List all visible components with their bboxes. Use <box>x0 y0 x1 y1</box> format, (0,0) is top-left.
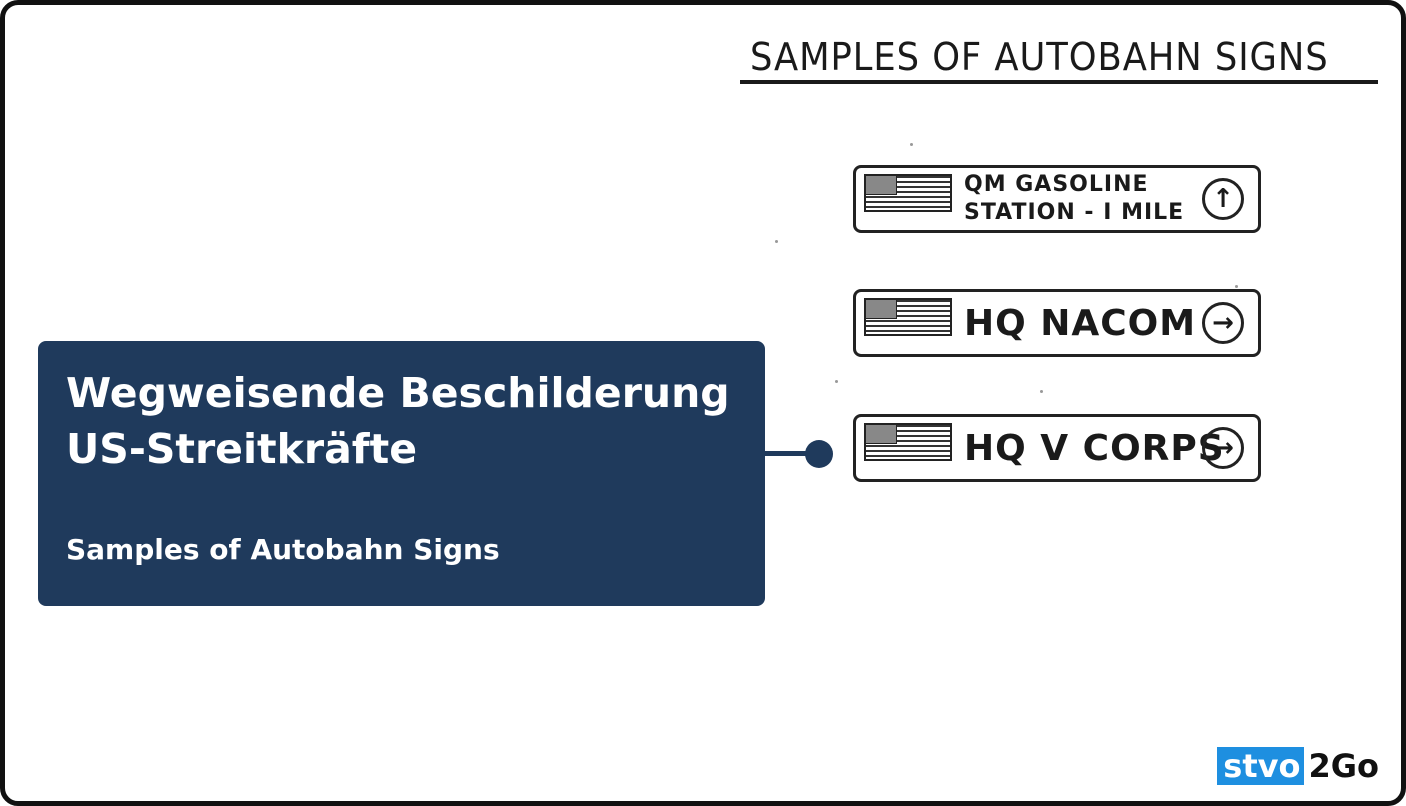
autobahn-sign-gasoline: QM GASOLINE STATION - I MILE ↑ <box>853 165 1261 233</box>
sign-text: HQ V CORPS <box>964 417 1225 479</box>
sign-line: STATION - I MILE <box>964 200 1185 225</box>
logo-part-2go: 2Go <box>1304 747 1383 785</box>
scan-speck <box>835 380 838 383</box>
sign-text: HQ NACOM <box>964 292 1196 354</box>
callout-title: Wegweisende Beschilderung US-Streitkräft… <box>66 365 730 477</box>
callout-box: Wegweisende Beschilderung US-Streitkräft… <box>38 341 765 606</box>
callout-connector-dot <box>805 440 833 468</box>
us-flag-icon <box>864 174 952 212</box>
callout-subtitle: Samples of Autobahn Signs <box>66 533 500 566</box>
scan-speck <box>775 240 778 243</box>
arrow-up-icon: ↑ <box>1202 178 1244 220</box>
arrow-right-icon: → <box>1202 427 1244 469</box>
scan-title-underline <box>740 80 1378 84</box>
callout-title-line1: Wegweisende Beschilderung <box>66 369 730 417</box>
arrow-right-icon: → <box>1202 302 1244 344</box>
sign-line: HQ V CORPS <box>964 427 1225 469</box>
scan-speck <box>1235 285 1238 288</box>
us-flag-icon <box>864 423 952 461</box>
stvo2go-logo: stvo 2Go <box>1217 747 1383 785</box>
autobahn-sign-v-corps: HQ V CORPS → <box>853 414 1261 482</box>
sign-line: HQ NACOM <box>964 302 1197 344</box>
scan-title: SAMPLES OF AUTOBAHN SIGNS <box>750 35 1329 79</box>
scan-speck <box>1040 390 1043 393</box>
logo-part-stvo: stvo <box>1217 747 1305 785</box>
callout-connector-line <box>765 451 817 456</box>
sign-line: QM GASOLINE <box>964 172 1149 197</box>
callout-title-line2: US-Streitkräfte <box>66 425 418 473</box>
autobahn-sign-nacom: HQ NACOM → <box>853 289 1261 357</box>
sign-text: QM GASOLINE STATION - I MILE <box>964 168 1184 230</box>
us-flag-icon <box>864 298 952 336</box>
scan-speck <box>910 143 913 146</box>
